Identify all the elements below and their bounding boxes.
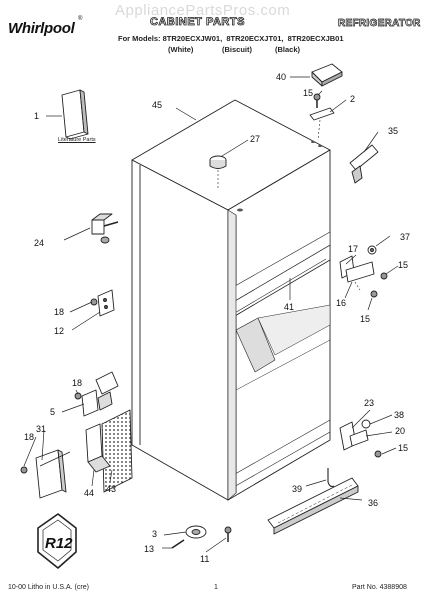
toe-grille-part: [267, 477, 359, 535]
callout-18-middle: 18: [72, 378, 82, 388]
top-cover-part: [311, 63, 343, 87]
callout-35: 35: [388, 126, 398, 136]
callout-3: 3: [152, 529, 157, 539]
callout-41: 41: [284, 302, 294, 312]
callout-23: 23: [364, 398, 374, 408]
whirlpool-logo: Whirlpool: [8, 20, 75, 37]
callout-15-top: 15: [303, 88, 313, 98]
color-white: (White): [168, 45, 194, 54]
literature-parts-label: Literature Parts: [58, 137, 96, 143]
litho-note: 10-00 Litho in U.S.A. (cre): [8, 584, 89, 591]
callout-24: 24: [34, 238, 44, 248]
callout-18-upper: 18: [54, 307, 64, 317]
knob-part: [209, 155, 227, 190]
callout-40: 40: [276, 72, 286, 82]
callout-31: 31: [36, 424, 46, 434]
part-number: Part No. 4388908: [352, 584, 407, 591]
callout-17: 17: [348, 244, 358, 254]
callout-2: 2: [350, 94, 355, 104]
color-biscuit: (Biscuit): [222, 45, 252, 54]
callout-16: 16: [336, 298, 346, 308]
callout-15-bottom: 15: [398, 443, 408, 453]
kickplate-vent-part: [101, 409, 133, 493]
page-title: CABINET PARTS: [150, 16, 245, 29]
callout-5: 5: [50, 407, 55, 417]
callout-11: 11: [200, 554, 209, 564]
callout-38: 38: [394, 410, 404, 420]
r12-badge: [37, 513, 77, 569]
product-type: REFRIGERATOR: [338, 18, 421, 30]
callout-36: 36: [368, 498, 378, 508]
r12-badge-text: R12: [45, 535, 73, 552]
callout-44: 44: [84, 488, 94, 498]
callout-12: 12: [54, 326, 64, 336]
page-number: 1: [214, 584, 218, 591]
callout-1: 1: [34, 111, 39, 121]
callout-20: 20: [395, 426, 405, 436]
callout-37: 37: [400, 232, 410, 242]
callout-15-hinge: 15: [398, 260, 408, 270]
literature-booklet: [61, 89, 89, 140]
watermark: AppliancePartsPros.com: [115, 2, 291, 19]
callout-27: 27: [250, 134, 260, 144]
callout-45: 45: [152, 100, 162, 110]
leader-lines: [23, 76, 399, 553]
bracket-part-24: [91, 213, 119, 244]
callout-18-lower: 18: [24, 432, 34, 442]
callout-43: 43: [106, 484, 116, 494]
refrigerator-cabinet: [131, 99, 331, 501]
callout-15-lower: 15: [360, 314, 370, 324]
registered-mark: ®: [78, 16, 83, 22]
color-black: (Black): [275, 45, 301, 54]
callout-13: 13: [144, 544, 154, 554]
callout-numbers: 1 2 3 5 11 12 13 15 15 15 15 16 17 18 18…: [24, 72, 410, 564]
callout-39: 39: [292, 484, 302, 494]
model-numbers: For Models: 8TR20ECXJW01, 8TR20ECXJT01, …: [118, 34, 344, 43]
